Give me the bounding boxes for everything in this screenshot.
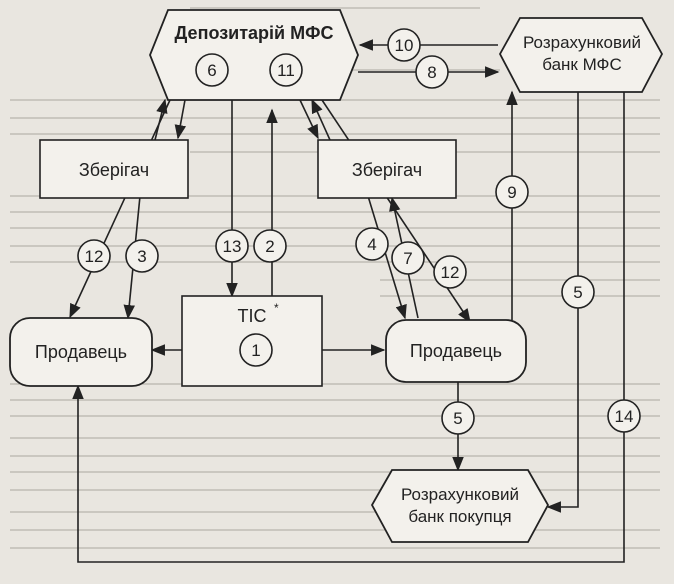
step-marker-s5a: 5 xyxy=(561,275,595,309)
step-marker-s12a: 12 xyxy=(77,239,111,273)
step-number: 9 xyxy=(507,183,516,202)
step-number: 3 xyxy=(137,247,146,266)
custodian-left-node: Зберігач xyxy=(39,139,189,199)
arrow-step-14 xyxy=(72,92,625,563)
step-marker-s2: 2 xyxy=(253,229,287,263)
step-number: 12 xyxy=(85,247,104,266)
step-marker-s13: 13 xyxy=(215,229,249,263)
tis-asterisk: * xyxy=(274,301,279,315)
step-number: 10 xyxy=(395,36,414,55)
step-marker-s9: 9 xyxy=(495,175,529,209)
step-number: 2 xyxy=(265,237,274,256)
custodian-right-node: Зберігач xyxy=(317,139,457,199)
step-number: 13 xyxy=(223,237,242,256)
depository-label: Депозитарій МФС xyxy=(175,23,334,43)
step-number: 8 xyxy=(427,63,436,82)
arrow-step-4 xyxy=(367,195,407,320)
step-number: 14 xyxy=(615,407,634,426)
step-marker-s3: 3 xyxy=(125,239,159,273)
step-number: 11 xyxy=(277,61,295,80)
step-marker-s5b: 5 xyxy=(441,401,475,435)
seller-right-node: Продавець xyxy=(385,319,527,383)
step-number: 1 xyxy=(251,341,260,360)
flow-arrows xyxy=(69,39,625,563)
step-marker-s4: 4 xyxy=(355,227,389,261)
step-markers: 6 11 10 8 12 3 13 2 4 7 12 9 5 1 5 14 xyxy=(77,28,641,435)
step-marker-s8: 8 xyxy=(415,55,449,89)
step-number: 6 xyxy=(207,61,216,80)
seller-right-label: Продавець xyxy=(410,341,502,361)
step-marker-s6: 6 xyxy=(195,53,229,87)
arrow-depository-to-custodian-left xyxy=(174,99,187,140)
custodian-left-label: Зберігач xyxy=(79,160,149,180)
step-number: 12 xyxy=(441,263,460,282)
arrow-step-5-right xyxy=(546,92,579,513)
arrow-depository-to-custodian-right xyxy=(299,99,319,140)
seller-left-node: Продавець xyxy=(9,317,153,387)
step-number: 4 xyxy=(367,235,376,254)
tis-label: ТІС xyxy=(238,306,267,326)
depository-node: Депозитарій МФС xyxy=(149,9,359,101)
custodian-right-label: Зберігач xyxy=(352,160,422,180)
step-marker-s10: 10 xyxy=(387,28,421,62)
seller-left-label: Продавець xyxy=(35,342,127,362)
step-number: 7 xyxy=(403,249,412,268)
step-marker-s1: 1 xyxy=(239,333,273,367)
step-number: 5 xyxy=(453,409,462,428)
arrow-depository-to-seller-left xyxy=(69,99,171,319)
step-number: 5 xyxy=(573,283,582,302)
step-marker-s14: 14 xyxy=(607,399,641,433)
step-marker-s11: 11 xyxy=(269,53,303,87)
step-marker-s7: 7 xyxy=(391,241,425,275)
step-marker-s12b: 12 xyxy=(433,255,467,289)
background-text-lines xyxy=(10,7,660,549)
arrow-custodian-right-to-depository xyxy=(311,98,331,141)
